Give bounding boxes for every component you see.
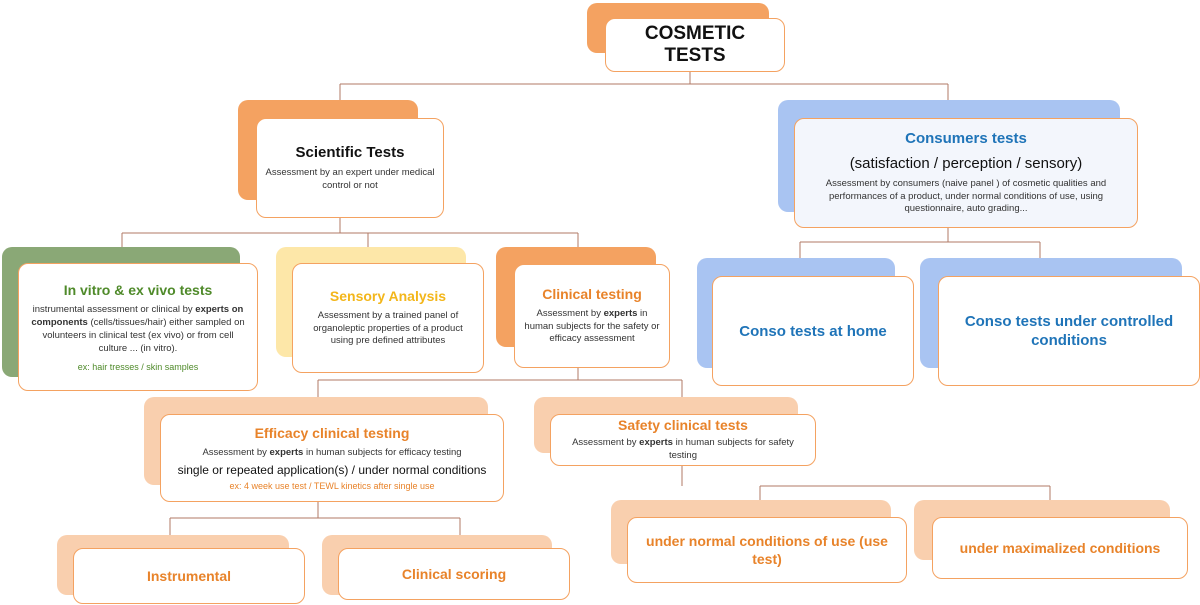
efficacy-subtitle: single or repeated application(s) / unde… xyxy=(177,462,487,477)
safety-desc-bold: experts xyxy=(639,437,673,449)
instrumental-node: Instrumental xyxy=(73,548,305,604)
invitro-title: In vitro & ex vivo tests xyxy=(63,282,213,299)
safety-desc-post: in human subjects for safety testing xyxy=(669,437,794,461)
safety-title: Safety clinical tests xyxy=(618,417,748,434)
connector-root xyxy=(339,72,949,118)
clinical-desc-bold: experts xyxy=(603,307,638,319)
invitro-node: In vitro & ex vivo tests instrumental as… xyxy=(18,263,258,391)
invitro-example: ex: hair tresses / skin samples xyxy=(77,361,199,372)
invitro-description: instrumental assessment or clinical by e… xyxy=(27,304,249,355)
maximalized-title: under maximalized conditions xyxy=(959,540,1161,556)
efficacy-node: Efficacy clinical testing Assessment by … xyxy=(160,414,504,502)
normaluse-title: under normal conditions of use (use test… xyxy=(646,532,888,567)
connector-clinical xyxy=(317,368,683,414)
invitro-desc-bold: experts on components xyxy=(31,304,244,329)
home-node: Conso tests at home xyxy=(712,276,914,386)
controlled-title: Conso tests under controlled conditions xyxy=(964,312,1174,350)
root-title: COSMETIC TESTS xyxy=(644,23,746,66)
invitro-desc-post: (cells/tissues/hair) either sampled on v… xyxy=(42,317,245,354)
invitro-desc-pre: instrumental assessment or clinical by xyxy=(32,304,196,316)
consumers-description: Assessment by consumers (naive panel ) o… xyxy=(825,177,1107,215)
controlled-node: Conso tests under controlled conditions xyxy=(938,276,1200,386)
sensory-description: Assessment by a trained panel of organol… xyxy=(313,309,463,347)
connector-efficacy xyxy=(169,502,461,548)
efficacy-desc-post: in human subjects for efficacy testing xyxy=(303,447,462,459)
scoring-title: Clinical scoring xyxy=(401,566,507,582)
efficacy-example: ex: 4 week use test / TEWL kinetics afte… xyxy=(229,480,435,491)
root-node: COSMETIC TESTS xyxy=(605,18,785,72)
sensory-node: Sensory Analysis Assessment by a trained… xyxy=(292,263,484,373)
instrumental-title: Instrumental xyxy=(146,568,231,584)
scientific-description: Assessment by an expert under medical co… xyxy=(265,166,435,191)
efficacy-desc-pre: Assessment by xyxy=(202,447,270,459)
clinical-desc-post: in human subjects for the safety or effi… xyxy=(524,307,660,345)
scientific-title: Scientific Tests xyxy=(295,143,405,161)
efficacy-desc-bold: experts xyxy=(269,447,304,459)
connector-consumers xyxy=(799,228,1041,276)
clinical-desc-pre: Assessment by xyxy=(536,307,604,319)
clinical-title: Clinical testing xyxy=(542,285,642,302)
efficacy-description: Assessment by experts in human subjects … xyxy=(202,447,461,460)
scientific-node: Scientific Tests Assessment by an expert… xyxy=(256,118,444,218)
clinical-description: Assessment by experts in human subjects … xyxy=(523,308,661,346)
normaluse-node: under normal conditions of use (use test… xyxy=(627,517,907,583)
maximalized-node: under maximalized conditions xyxy=(932,517,1188,579)
scoring-node: Clinical scoring xyxy=(338,548,570,600)
connector-safety xyxy=(681,465,1051,517)
sensory-title: Sensory Analysis xyxy=(329,287,447,304)
home-title: Conso tests at home xyxy=(739,322,887,340)
efficacy-title: Efficacy clinical testing xyxy=(254,425,410,442)
clinical-node: Clinical testing Assessment by experts i… xyxy=(514,264,670,368)
consumers-subtitle: (satisfaction / perception / sensory) xyxy=(849,154,1083,172)
consumers-title: Consumers tests xyxy=(905,129,1027,147)
safety-desc-pre: Assessment by xyxy=(572,437,640,449)
safety-node: Safety clinical tests Assessment by expe… xyxy=(550,414,816,466)
safety-description: Assessment by experts in human subjects … xyxy=(559,437,807,463)
consumers-node: Consumers tests (satisfaction / percepti… xyxy=(794,118,1138,228)
